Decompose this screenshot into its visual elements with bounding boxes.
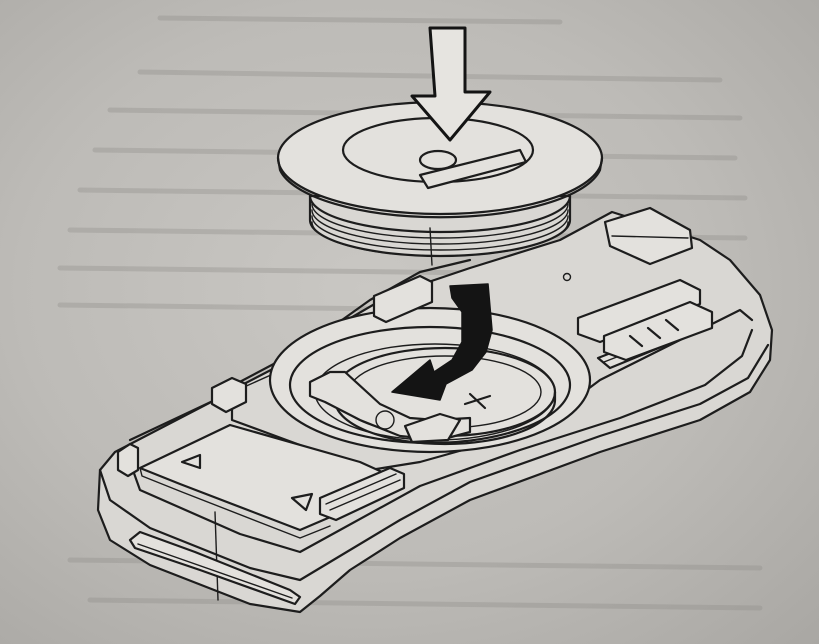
- fob-front-seam: [214, 511, 219, 601]
- fob-button-grip: [628, 318, 680, 348]
- thread-line-3: [311, 215, 569, 251]
- cover-guide-line: [429, 227, 433, 266]
- fob-button-middle: [576, 278, 702, 344]
- fob-corner-post-mid: [210, 376, 248, 414]
- thread-line-2: [311, 209, 569, 245]
- board-arrow-icon-right: [290, 492, 314, 512]
- insert-battery-arrow-icon: [391, 283, 493, 401]
- cover-center-hole: [418, 149, 458, 171]
- battery-holder-tab: [403, 412, 462, 444]
- board-clip: [318, 466, 406, 522]
- thread-line-4: [311, 221, 569, 257]
- fob-case-hole: [562, 272, 572, 282]
- circuit-board-edge: [139, 467, 331, 539]
- thread-top-edge: [308, 194, 572, 234]
- fob-front-slot-groove: [137, 543, 293, 599]
- fob-button-top: [603, 206, 694, 266]
- battery-plus-polarity-icon: [463, 392, 492, 410]
- fob-lower-rim: [98, 343, 770, 582]
- coin-slot: [418, 148, 528, 190]
- battery-cover: [276, 100, 604, 266]
- battery-cover-edge: [276, 156, 604, 219]
- press-down-arrow-icon: [410, 26, 492, 142]
- fob-button-top-ridge: [611, 235, 689, 239]
- thread-line-1: [311, 203, 569, 239]
- battery-holder-screw: [375, 410, 395, 430]
- key-fob-housing: [96, 206, 774, 614]
- fob-lower-rim-inner: [128, 328, 754, 554]
- board-clip-line-2: [329, 479, 401, 511]
- board-arrow-icon-left: [180, 453, 202, 470]
- fob-corner-post-left: [116, 442, 140, 478]
- board-clip-line: [325, 473, 397, 505]
- fob-button-lower: [602, 300, 714, 362]
- fob-latch-left: [372, 274, 434, 324]
